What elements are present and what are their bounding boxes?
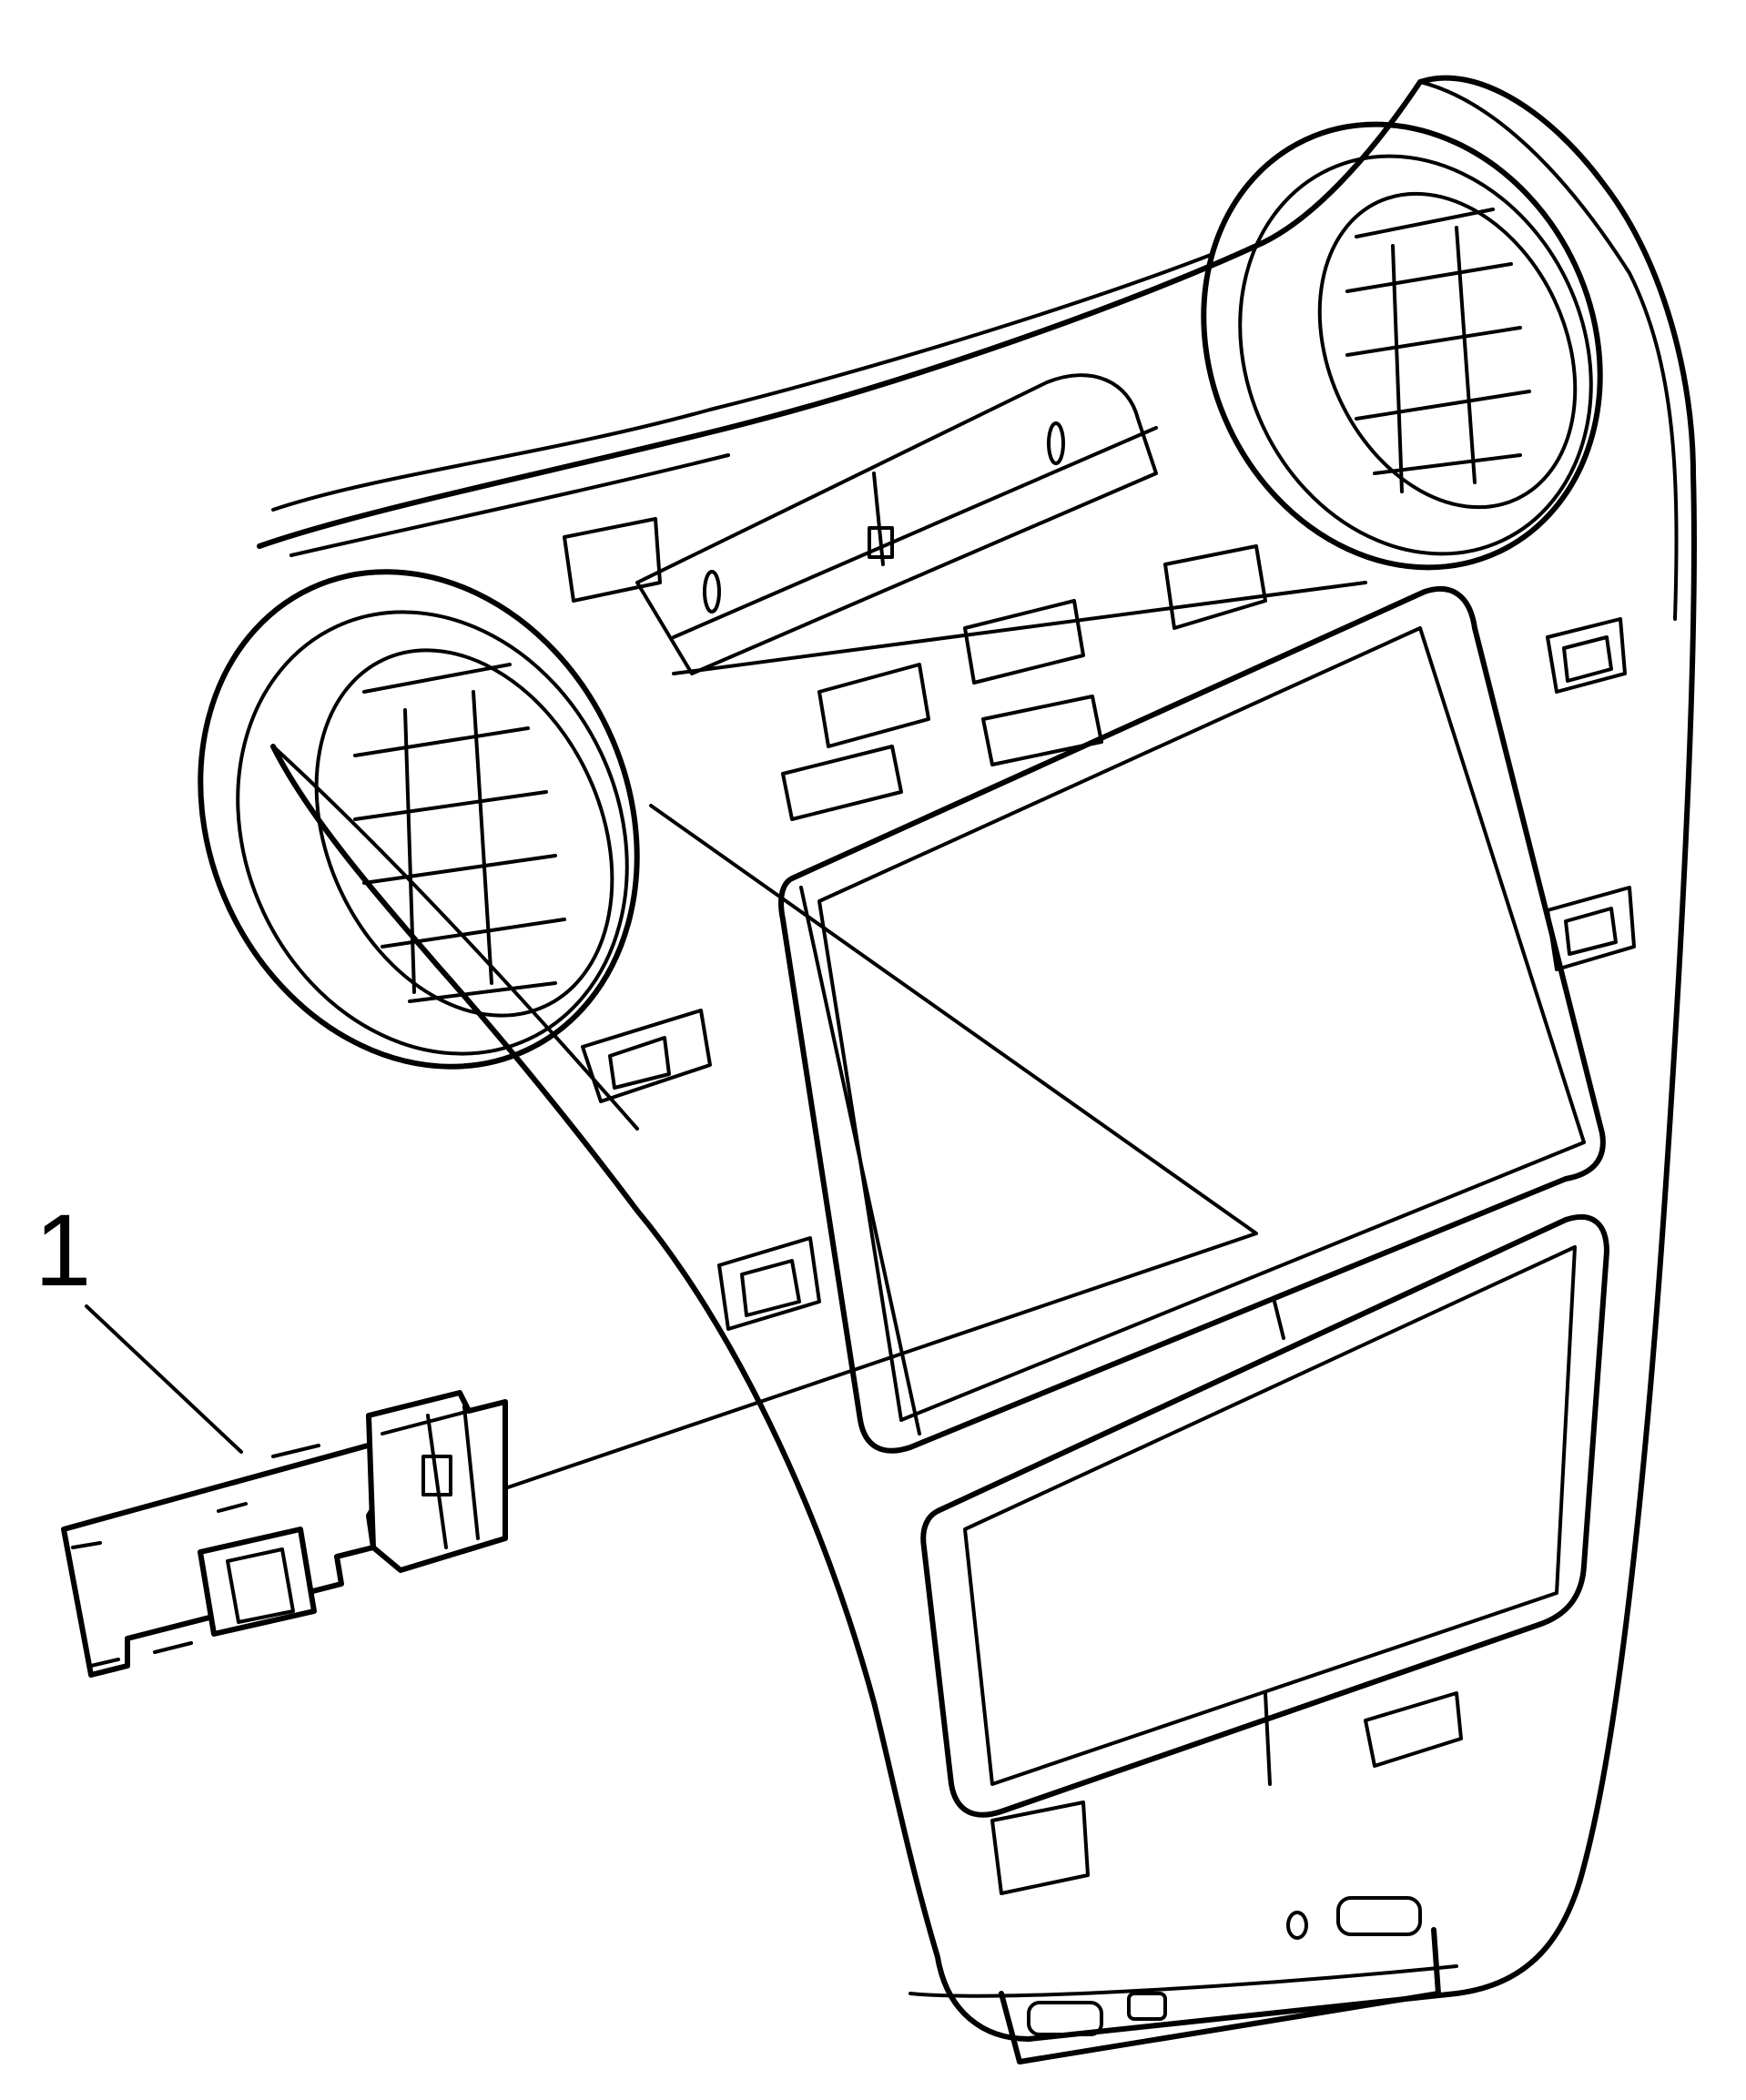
left-air-vent bbox=[198, 569, 640, 1070]
clip-g bbox=[563, 517, 662, 603]
clip-c bbox=[1546, 617, 1627, 694]
callout-label-1: 1 bbox=[35, 1193, 92, 1307]
switch-assembly-item-1 bbox=[61, 1390, 508, 1678]
clip-e bbox=[1364, 1691, 1463, 1768]
leader-lines bbox=[85, 804, 1258, 1490]
bottom-mounting-tab bbox=[999, 1896, 1441, 2064]
callout-leader-1 bbox=[85, 1304, 243, 1454]
retaining-clips bbox=[563, 517, 1636, 1895]
center-trim-bezel bbox=[257, 75, 1697, 2042]
clip-h bbox=[817, 544, 1267, 748]
clip-f bbox=[990, 1801, 1090, 1895]
clip-i bbox=[781, 695, 1103, 821]
clip-a bbox=[581, 1009, 712, 1103]
upper-cross-member bbox=[635, 373, 1367, 675]
clip-b bbox=[717, 1236, 821, 1331]
clip-d bbox=[1546, 886, 1636, 971]
right-air-vent bbox=[1201, 121, 1603, 571]
callout-leader-to-location bbox=[503, 804, 1258, 1490]
upper-display-opening bbox=[778, 585, 1606, 1454]
lower-panel-opening bbox=[920, 1213, 1609, 1818]
